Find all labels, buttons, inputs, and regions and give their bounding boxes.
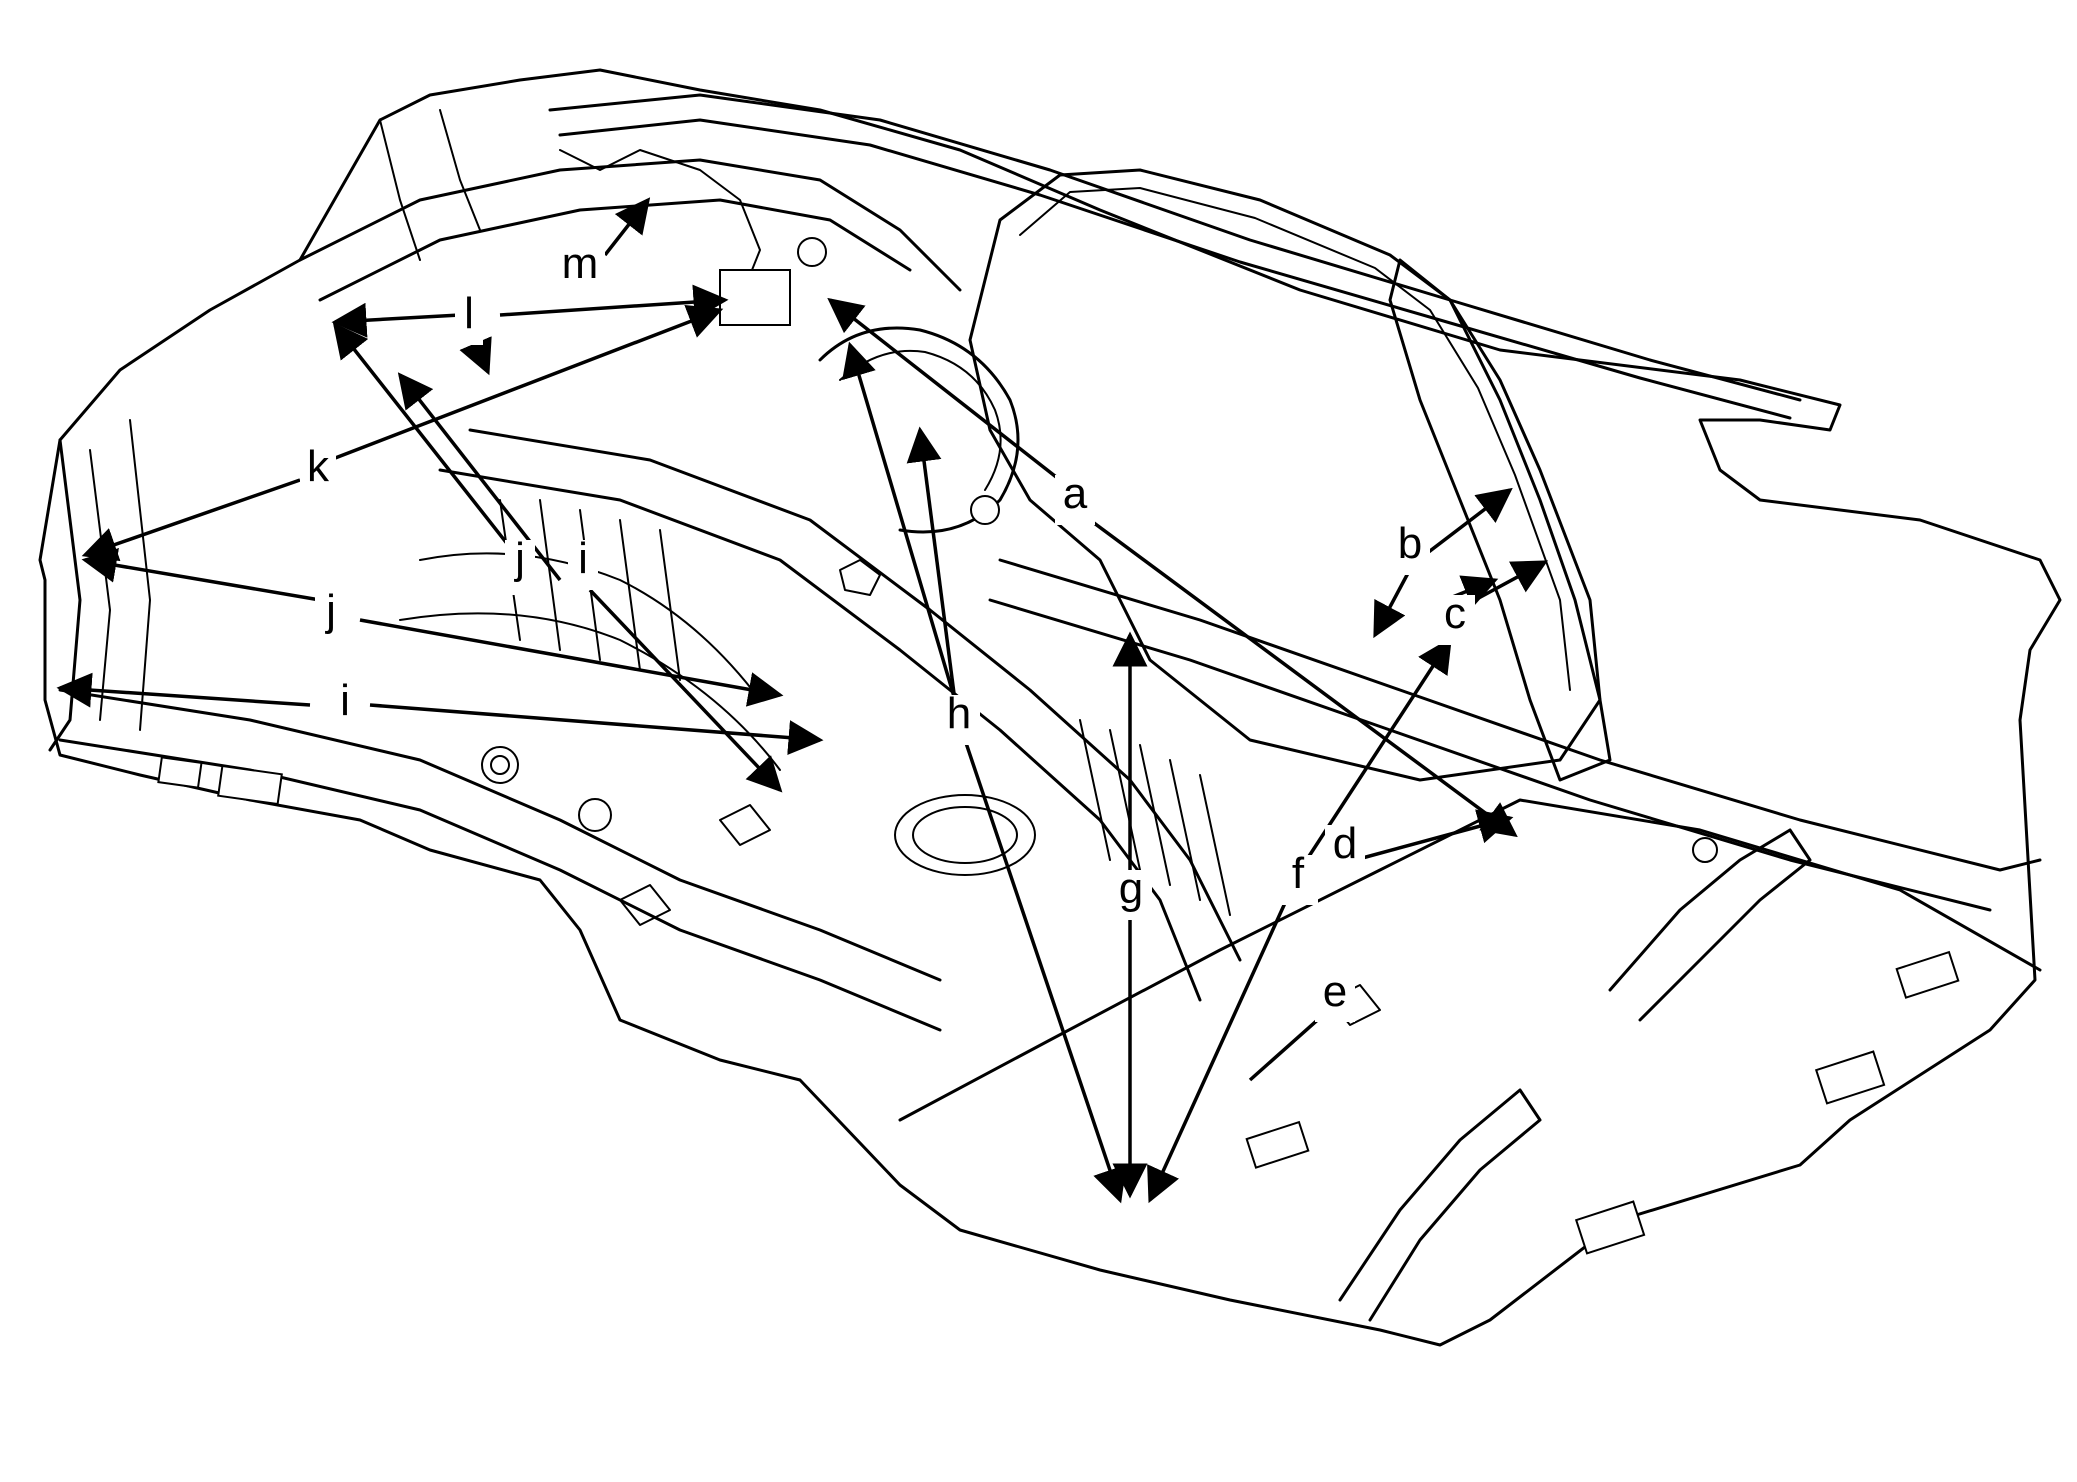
leader-j-1 <box>332 322 522 562</box>
body-outline <box>38 68 2062 1347</box>
callout-j-upper: j <box>513 534 525 583</box>
callout-l: l <box>464 289 474 338</box>
callout-k: k <box>307 442 330 491</box>
callout-m: m <box>562 239 599 288</box>
rear-upper-panel <box>298 158 962 292</box>
leader-l-1 <box>331 302 461 338</box>
callout-j-lower: j <box>324 586 336 635</box>
leader-j-3 <box>359 618 784 707</box>
leader-l-2 <box>499 284 729 320</box>
callout-g: g <box>1119 864 1143 913</box>
leader-d <box>1354 809 1514 862</box>
leader-a-1 <box>827 297 1062 482</box>
callout-d: d <box>1333 819 1357 868</box>
callout-e: e <box>1323 967 1347 1016</box>
front-cross-member <box>1338 1088 1542 1322</box>
leader-i-1 <box>397 372 562 582</box>
callout-i-lower: i <box>340 676 350 725</box>
rocker-sill <box>998 558 2042 872</box>
rear-end-panel <box>48 438 82 752</box>
b-pillar <box>1388 258 1612 782</box>
callout-labels: a b c d e f g h i i j j k l m <box>300 239 1475 1022</box>
roof-rail <box>548 93 1802 402</box>
leader-j-2 <box>81 548 321 602</box>
rear-rail-left <box>58 688 942 982</box>
leader-h-3 <box>906 426 962 741</box>
rear-shock-mount <box>481 746 519 784</box>
leader-f-1 <box>1147 869 1302 1204</box>
leader-m <box>603 197 651 257</box>
body-structure <box>38 68 2062 1347</box>
leader-a-2 <box>1088 518 1518 838</box>
leader-f-2 <box>1298 637 1452 871</box>
leader-i-3 <box>56 672 311 708</box>
callout-b: b <box>1398 519 1422 568</box>
leader-c-2 <box>1474 560 1549 602</box>
leader-lines <box>56 197 1549 1204</box>
callout-i-upper: i <box>578 534 588 583</box>
callout-h: h <box>947 689 971 738</box>
callout-a: a <box>1063 469 1088 518</box>
leader-k-1 <box>81 478 301 562</box>
callout-f: f <box>1292 849 1305 898</box>
leader-h-1 <box>842 341 957 701</box>
roof-rail-inner <box>558 118 1792 420</box>
leader-h-2 <box>963 739 1127 1204</box>
rear-cross-member <box>1608 828 1812 1022</box>
callout-c: c <box>1444 589 1466 638</box>
leader-i-4 <box>369 703 824 756</box>
leader-k-2 <box>329 304 724 462</box>
leader-i-2 <box>588 588 783 793</box>
